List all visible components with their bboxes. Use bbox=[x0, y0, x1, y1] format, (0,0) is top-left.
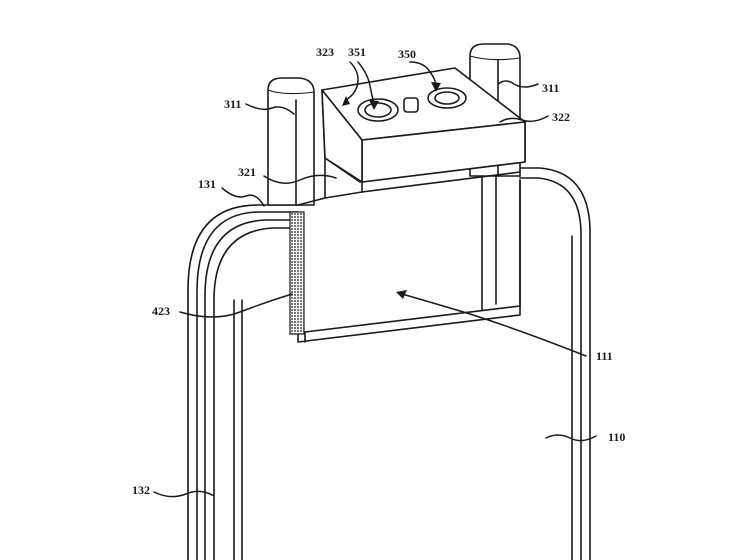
label-131: 131 bbox=[198, 177, 216, 191]
label-351: 351 bbox=[348, 45, 366, 59]
window-opening bbox=[297, 179, 521, 343]
label-423: 423 bbox=[152, 304, 170, 318]
hatched-guide-strip bbox=[289, 211, 305, 335]
label-111: 111 bbox=[596, 349, 613, 363]
label-350: 350 bbox=[398, 47, 416, 61]
left-post bbox=[267, 77, 315, 206]
label-311-right: 311 bbox=[542, 81, 559, 95]
label-323: 323 bbox=[316, 45, 334, 59]
reference-labels: 311 311 323 351 350 322 321 131 423 111 … bbox=[132, 45, 625, 497]
label-321: 321 bbox=[238, 165, 256, 179]
leaders bbox=[153, 61, 597, 498]
label-322: 322 bbox=[552, 110, 570, 124]
lens-group bbox=[357, 87, 467, 122]
housing-body bbox=[187, 167, 591, 560]
label-311-left: 311 bbox=[224, 97, 241, 111]
camera-module bbox=[297, 67, 526, 206]
label-132: 132 bbox=[132, 483, 150, 497]
label-110: 110 bbox=[608, 430, 625, 444]
